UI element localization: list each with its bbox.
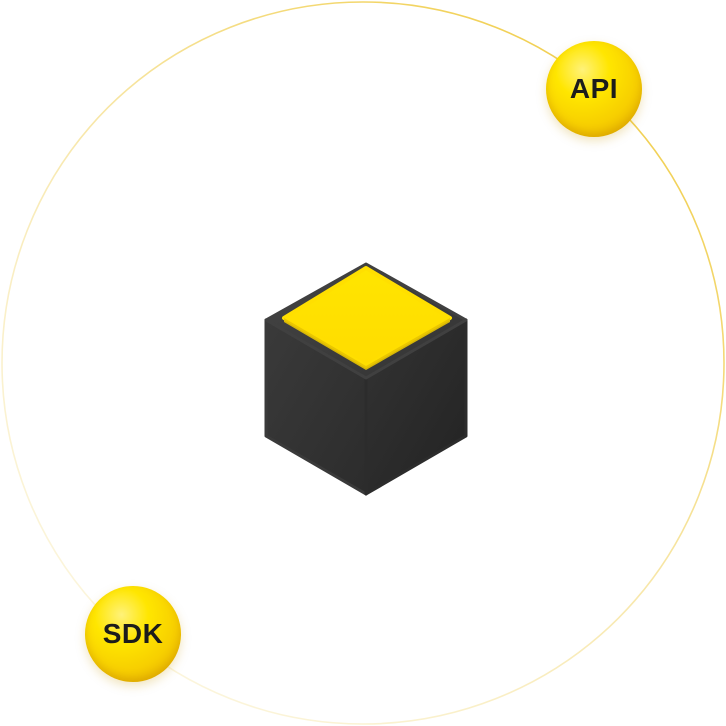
sdk-badge: SDK (85, 586, 181, 682)
api-badge-label: API (569, 73, 619, 104)
cube-icon (264, 262, 468, 496)
api-badge: API (546, 41, 642, 137)
sdk-badge-label: SDK (102, 618, 164, 649)
